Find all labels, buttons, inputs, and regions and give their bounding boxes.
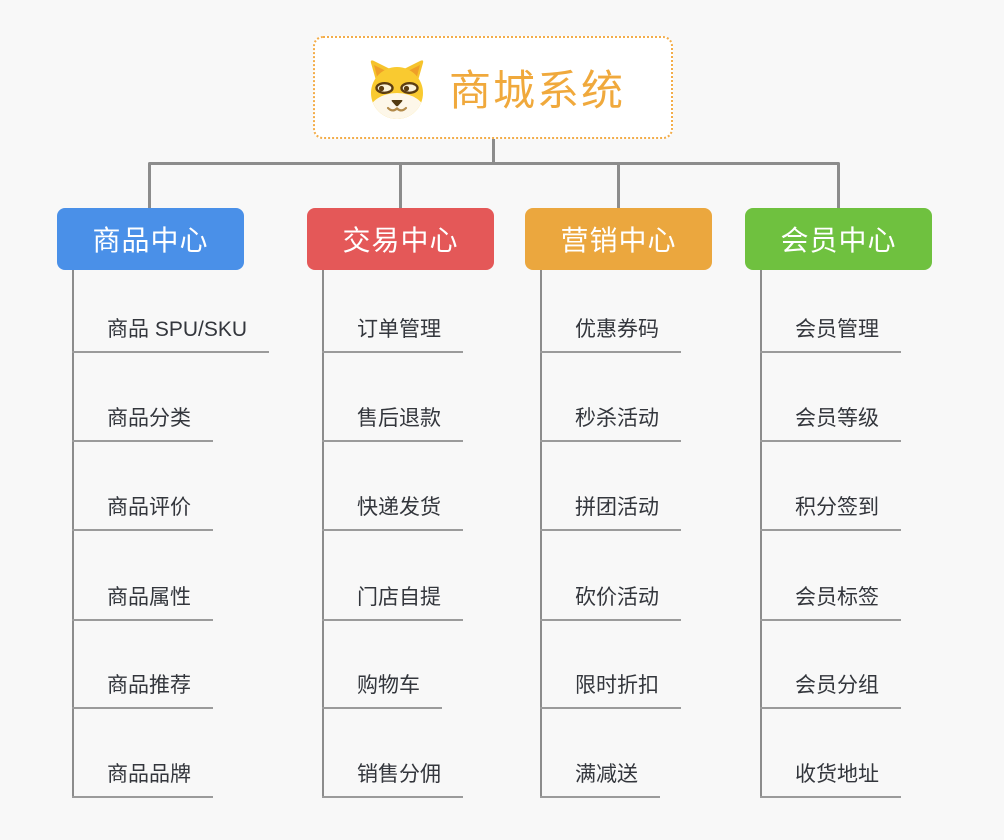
mindmap-node[interactable]: 会员管理 (760, 315, 901, 353)
branch-header-marketing-center[interactable]: 营销中心 (525, 208, 712, 270)
mindmap-node[interactable]: 购物车 (322, 671, 442, 709)
mindmap-node[interactable]: 拼团活动 (540, 493, 681, 531)
mindmap-node[interactable]: 售后退款 (322, 404, 463, 442)
mindmap-node[interactable]: 优惠券码 (540, 315, 681, 353)
mindmap-node[interactable]: 快递发货 (322, 493, 463, 531)
mindmap-node[interactable]: 砍价活动 (540, 583, 681, 621)
mindmap-node[interactable]: 积分签到 (760, 493, 901, 531)
mindmap-node[interactable]: 会员等级 (760, 404, 901, 442)
mindmap-node[interactable]: 满减送 (540, 760, 660, 798)
connector-drop-members (837, 164, 840, 210)
mindmap-node[interactable]: 限时折扣 (540, 671, 681, 709)
mindmap-node[interactable]: 商品推荐 (72, 671, 213, 709)
branch-items-marketing-center: 优惠券码 秒杀活动 拼团活动 砍价活动 限时折扣 满减送 (540, 270, 780, 798)
root-node[interactable]: 商城系统 (313, 36, 673, 139)
branch-items-member-center: 会员管理 会员等级 积分签到 会员标签 会员分组 收货地址 (760, 270, 1000, 798)
connector-drop-marketing (617, 164, 620, 210)
connector-horizontal-bar (148, 162, 840, 165)
connector-drop-products (148, 164, 151, 210)
mindmap-node[interactable]: 商品评价 (72, 493, 213, 531)
mindmap-node[interactable]: 商品分类 (72, 404, 213, 442)
connector-root-stem (492, 139, 495, 164)
dog-face-icon (370, 59, 424, 119)
mindmap-node[interactable]: 订单管理 (322, 315, 463, 353)
mindmap-node[interactable]: 商品 SPU/SKU (72, 315, 270, 353)
mindmap-node[interactable]: 会员标签 (760, 583, 901, 621)
branch-items-trade-center: 订单管理 售后退款 快递发货 门店自提 购物车 销售分佣 (322, 270, 562, 798)
branch-header-trade-center[interactable]: 交易中心 (307, 208, 494, 270)
mindmap-node[interactable]: 秒杀活动 (540, 404, 681, 442)
mindmap-node[interactable]: 门店自提 (322, 583, 463, 621)
mindmap-node[interactable]: 收货地址 (760, 760, 901, 798)
branch-header-product-center[interactable]: 商品中心 (57, 208, 244, 270)
root-title: 商城系统 (448, 67, 625, 114)
mindmap-node[interactable]: 商品属性 (72, 583, 213, 621)
branch-items-product-center: 商品 SPU/SKU 商品分类 商品评价 商品属性 商品推荐 商品品牌 (72, 270, 312, 798)
mindmap-node[interactable]: 商品品牌 (72, 760, 213, 798)
mindmap-node[interactable]: 会员分组 (760, 671, 901, 709)
connector-drop-trade (399, 164, 402, 210)
mindmap-node[interactable]: 销售分佣 (322, 760, 463, 798)
branch-header-member-center[interactable]: 会员中心 (745, 208, 932, 270)
